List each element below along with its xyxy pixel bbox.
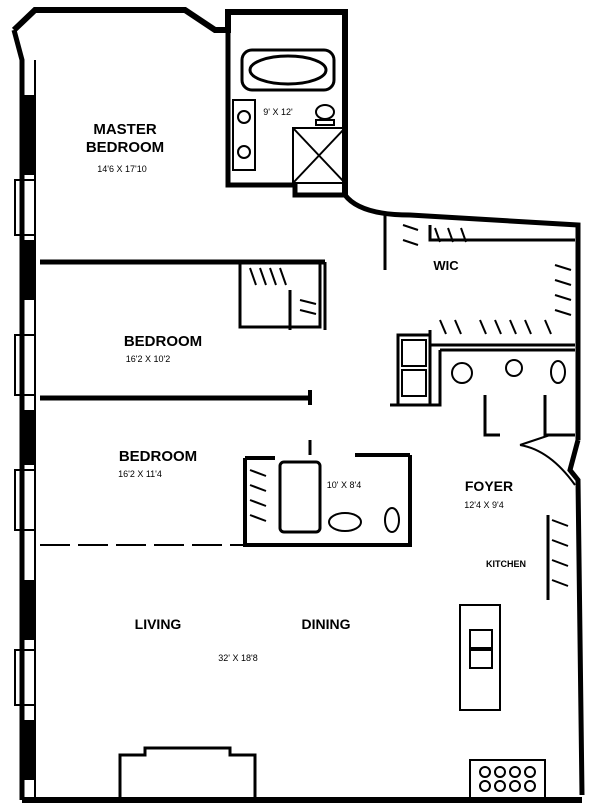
master-shower bbox=[292, 127, 346, 184]
bedroom-3-dimension: 16'2 X 11'4 bbox=[118, 469, 162, 479]
bath2-tub bbox=[278, 460, 322, 534]
master-toilet bbox=[315, 104, 335, 126]
foyer-label: FOYER bbox=[465, 478, 513, 494]
dining-label: DINING bbox=[302, 616, 351, 632]
closet-hatching bbox=[249, 224, 572, 587]
master-bedroom-dimension: 14'6 X 17'10 bbox=[97, 164, 146, 174]
interior-walls bbox=[40, 30, 575, 600]
master-double-sink bbox=[232, 99, 256, 171]
foyer-dimension: 12'4 X 9'4 bbox=[464, 500, 503, 510]
wic-label: WIC bbox=[433, 258, 459, 273]
bedroom-2-label: BEDROOM bbox=[124, 333, 202, 350]
master-bathtub bbox=[240, 48, 336, 92]
bedroom-2-dimension: 16'2 X 10'2 bbox=[126, 354, 170, 364]
bath-2-dimension: 10' X 8'4 bbox=[327, 480, 361, 490]
kitchen-range bbox=[469, 759, 546, 799]
living-dining-dimension: 32' X 18'8 bbox=[218, 653, 257, 663]
master-bedroom-label-2: BEDROOM bbox=[86, 139, 164, 156]
living-label: LIVING bbox=[135, 616, 182, 632]
master-bedroom-label: MASTER bbox=[93, 121, 157, 138]
bath2-toilet bbox=[384, 507, 400, 533]
laundry-units bbox=[401, 339, 566, 397]
bedroom-3-label: BEDROOM bbox=[119, 448, 197, 465]
master-bath-dimension: 9' X 12' bbox=[263, 107, 293, 117]
kitchen-island bbox=[459, 604, 501, 711]
living-bay bbox=[118, 746, 257, 800]
entry-door bbox=[519, 434, 576, 486]
bath2-sink bbox=[328, 512, 362, 532]
left-windows bbox=[14, 95, 36, 780]
kitchen-label: KITCHEN bbox=[486, 559, 526, 569]
